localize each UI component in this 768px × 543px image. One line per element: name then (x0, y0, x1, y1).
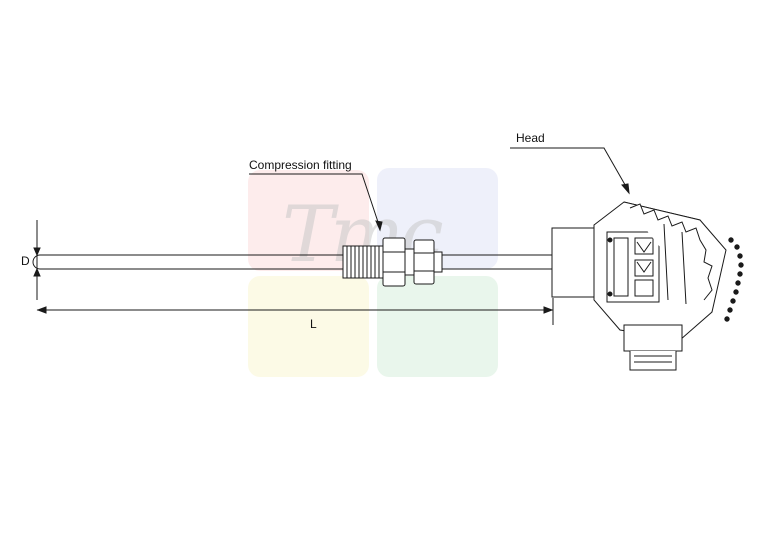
diameter-label: D (21, 254, 30, 268)
fitting-body-hex (382, 237, 415, 287)
head-leader-arrow (621, 183, 630, 195)
l-arrow-right (543, 306, 554, 314)
d-arrow-top (33, 247, 41, 257)
connection-head (551, 201, 727, 371)
probe-tip (32, 254, 41, 270)
watermark-tile-green (377, 276, 498, 377)
fitting-nut (413, 239, 443, 285)
d-arrow-bottom (33, 267, 41, 277)
lid-chain (724, 237, 744, 322)
fitting-thread (342, 245, 384, 279)
fitting-leader (249, 173, 381, 229)
l-arrow-left (36, 306, 47, 314)
length-label: L (310, 317, 317, 331)
probe-sheath (40, 254, 552, 270)
head-label: Head (516, 131, 545, 145)
head-leader (510, 147, 629, 191)
fitting-leader-arrow (375, 220, 383, 232)
compression-fitting-label: Compression fitting (249, 158, 352, 172)
watermark-tile-yellow (248, 276, 369, 377)
